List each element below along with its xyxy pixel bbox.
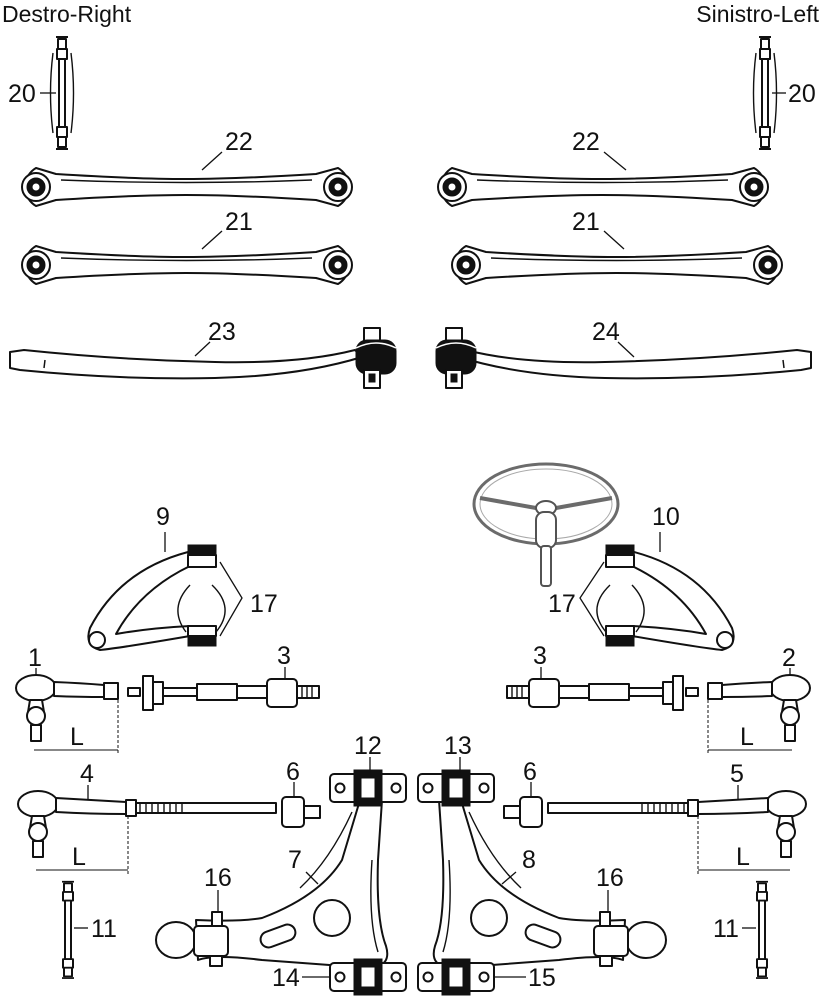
label-length-3: L — [72, 843, 86, 871]
label-14: 14 — [272, 964, 300, 992]
leader-17-left — [579, 561, 605, 637]
label-8: 8 — [522, 846, 536, 874]
label-20-left: 20 — [788, 80, 816, 108]
leader-22-left — [603, 151, 627, 171]
length-dimension-4: L — [697, 816, 790, 874]
label-16-left: 16 — [596, 864, 624, 892]
label-22-left: 22 — [572, 128, 600, 156]
control-rod-22-left — [437, 167, 769, 207]
length-dimension-3: L — [36, 816, 129, 874]
tie-rod-end-4 — [17, 790, 137, 858]
label-11-left: 11 — [713, 915, 739, 943]
label-6-right: 6 — [286, 758, 300, 786]
leader-21-right — [201, 230, 223, 250]
label-23: 23 — [208, 318, 236, 346]
label-3-left: 3 — [533, 642, 547, 670]
label-10: 10 — [652, 503, 680, 531]
leader-8 — [501, 871, 517, 885]
label-7: 7 — [288, 846, 302, 874]
inner-tie-rod-3-left — [506, 675, 699, 711]
label-12: 12 — [354, 732, 382, 760]
trailing-arm-23 — [9, 327, 397, 389]
tie-rod-end-2 — [707, 674, 811, 742]
header-left-side: Sinistro-Left — [696, 1, 819, 27]
label-21-left: 21 — [572, 208, 600, 236]
label-2: 2 — [782, 644, 796, 672]
label-24: 24 — [592, 318, 620, 346]
bushing-6-right — [281, 796, 321, 828]
bushing-12 — [329, 769, 407, 807]
label-6-left: 6 — [523, 758, 537, 786]
steering-wheel-icon — [472, 462, 620, 587]
threaded-rod-5 — [547, 802, 689, 814]
label-20-right: 20 — [8, 80, 36, 108]
label-15: 15 — [528, 964, 556, 992]
label-1: 1 — [28, 644, 42, 672]
tie-rod-end-5 — [687, 790, 807, 858]
label-13: 13 — [444, 732, 472, 760]
leader-22-right — [201, 151, 223, 171]
control-rod-22-right — [21, 167, 353, 207]
upper-control-arm-10 — [596, 544, 735, 651]
label-length-4: L — [736, 843, 750, 871]
label-3-right: 3 — [277, 642, 291, 670]
trailing-arm-24 — [435, 327, 812, 389]
leader-7 — [305, 871, 319, 885]
leader-23 — [194, 341, 211, 357]
leader-17-right — [219, 561, 243, 637]
tie-rod-end-1 — [15, 674, 119, 742]
stabilizer-link-11-left — [755, 880, 769, 980]
label-17-left: 17 — [548, 590, 576, 618]
label-4: 4 — [80, 760, 94, 788]
length-dimension-2: L — [707, 700, 792, 754]
leader-24 — [617, 341, 635, 358]
lower-control-arm-8 — [432, 799, 667, 969]
inner-tie-rod-3-right — [127, 675, 320, 711]
label-22-right: 22 — [225, 128, 253, 156]
threaded-rod-4 — [135, 802, 277, 814]
leader-21-left — [603, 230, 625, 250]
lower-control-arm-7 — [155, 799, 389, 969]
bushing-14 — [329, 958, 407, 996]
label-21-right: 21 — [225, 208, 253, 236]
control-rod-21-left — [451, 245, 783, 285]
label-16-right: 16 — [204, 864, 232, 892]
header-right-side: Destro-Right — [2, 1, 132, 27]
label-5: 5 — [730, 760, 744, 788]
label-length-1: L — [70, 723, 84, 751]
label-17-right: 17 — [250, 590, 278, 618]
control-rod-21-right — [21, 245, 353, 285]
bushing-15 — [417, 958, 495, 996]
stabilizer-link-11-right — [61, 880, 75, 980]
bushing-6-left — [503, 796, 543, 828]
label-9: 9 — [156, 503, 170, 531]
upper-control-arm-9 — [87, 544, 226, 651]
label-11-right: 11 — [91, 915, 117, 943]
length-dimension-1: L — [34, 700, 119, 754]
bushing-13 — [417, 769, 495, 807]
label-length-2: L — [740, 723, 754, 751]
